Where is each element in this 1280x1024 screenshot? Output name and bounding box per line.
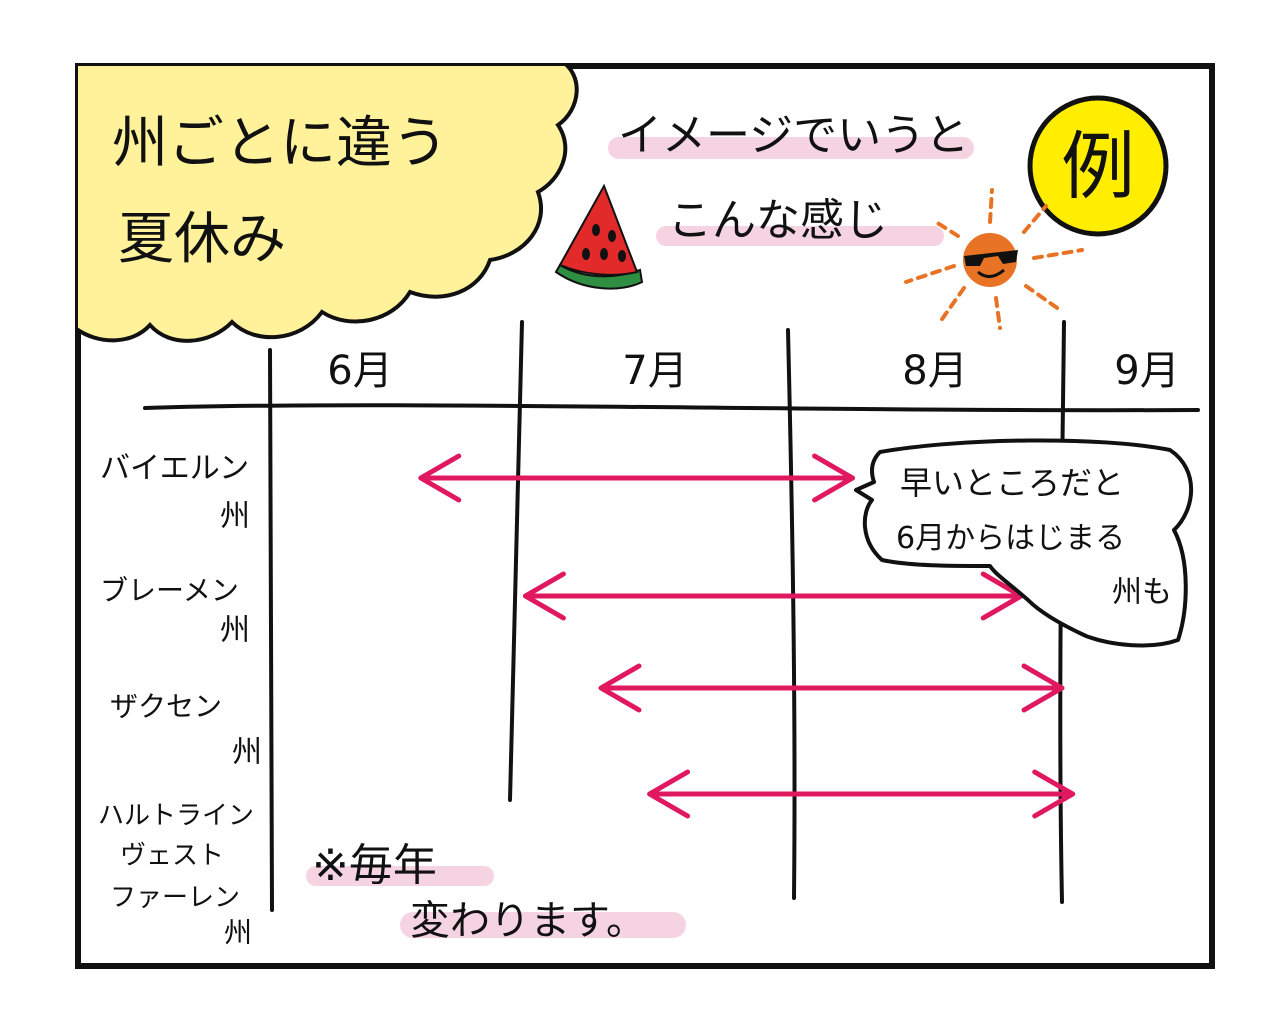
divider-7-8 xyxy=(786,328,797,900)
state-4-name: ハルトライン xyxy=(98,801,254,831)
divider-6-7 xyxy=(508,320,524,802)
callout-line-3: 州も xyxy=(1112,575,1172,610)
example-badge: 例 xyxy=(1027,95,1169,237)
title-cloud xyxy=(78,66,579,343)
state-4-suffix: 州 xyxy=(224,916,252,949)
title-line-2: 夏休み xyxy=(118,207,286,272)
state-2-name: ブレーメン xyxy=(100,574,239,607)
example-badge-label: 例 xyxy=(1061,124,1135,210)
note-line-2: 変わります。 xyxy=(410,898,646,944)
note-highlight-1 xyxy=(306,866,494,886)
state-labels: バイエルン 州 ブレーメン 州 ザクセン 州 ハルトライン ヴェスト ファーレン… xyxy=(98,451,262,949)
divider-start xyxy=(268,348,274,912)
subtitle-line-2: こんな感じ xyxy=(668,195,888,246)
vacation-arrow-4 xyxy=(647,769,1076,819)
watermelon-icon xyxy=(554,183,644,290)
sun-with-sunglasses-icon xyxy=(904,188,1084,330)
title-line-1: 州ごとに違う xyxy=(112,111,448,176)
month-label-9: 9月 xyxy=(1114,348,1179,394)
callout-line-2: 6月からはじまる xyxy=(896,521,1125,556)
month-label-6: 6月 xyxy=(327,348,392,394)
note-highlight-2 xyxy=(400,912,686,938)
note-line-1: ※毎年 xyxy=(312,840,437,891)
subtitle-highlight-2 xyxy=(656,226,944,246)
state-2-suffix: 州 xyxy=(220,613,250,648)
header-rule xyxy=(143,403,1200,413)
state-3-name: ザクセン xyxy=(110,690,222,723)
vacation-arrow-3 xyxy=(598,663,1065,713)
subtitle-line-1: イメージでいうと xyxy=(618,110,969,161)
state-3-suffix: 州 xyxy=(232,735,262,770)
vacation-arrow-1 xyxy=(418,453,856,503)
callout-bubble: 早いところだと 6月からはじまる 州も xyxy=(854,438,1193,648)
month-label-7: 7月 xyxy=(622,348,687,394)
callout-line-1: 早いところだと xyxy=(900,464,1124,502)
state-4-name-3: ファーレン xyxy=(110,883,240,913)
state-1-suffix: 州 xyxy=(220,499,250,534)
state-1-name: バイエルン xyxy=(100,451,249,486)
subtitle-highlight-1 xyxy=(608,137,974,159)
state-4-name-2: ヴェスト xyxy=(120,841,224,871)
month-label-8: 8月 xyxy=(902,348,967,394)
month-labels: 6月 7月 8月 9月 xyxy=(327,348,1179,394)
